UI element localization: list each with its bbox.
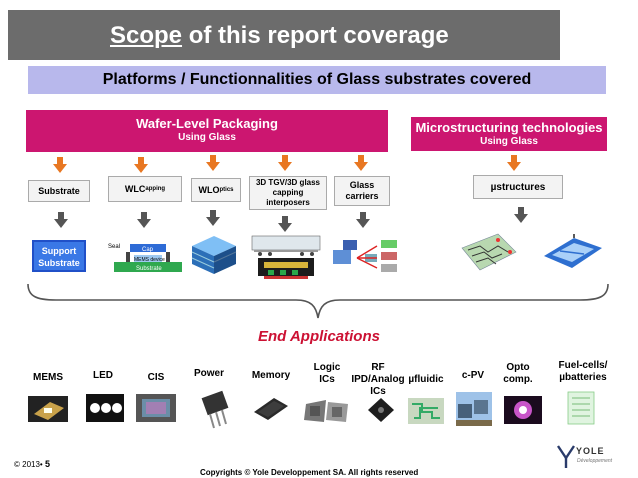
app-logic: Logic ICs [313,362,341,385]
title-rest: of this report coverage [182,22,449,49]
yole-logo-icon [557,445,575,468]
microchannel-image [544,234,602,268]
orange-arrow-icon [53,157,67,173]
app-cpv: c-PV [461,370,485,381]
support-substrate: Support Substrate [32,240,86,272]
brace-icon [27,283,609,319]
category-substrate: Substrate [28,180,90,202]
rf-thumb [368,398,394,422]
glass-carriers-image [333,240,397,272]
title-bar [8,10,560,60]
app-ufluidic: µfluidic [408,374,444,385]
category-ustructures: µstructures [473,175,563,199]
orange-arrow-icon [278,155,292,171]
cis-thumb [136,394,176,422]
memory-thumb [254,398,288,420]
wlo-stack-image [191,236,237,274]
footer-page: 5 [44,459,50,469]
dark-arrow-icon [356,212,370,228]
tgv-interposer-image [251,235,321,279]
end-applications-heading: End Applications [258,328,380,345]
category-carriers: Glass carriers [334,176,390,206]
orange-arrow-icon [134,157,148,173]
app-rf: RF IPD/Analog ICs [351,362,405,397]
ufluidic-thumb [408,398,444,424]
logo-name: YOLE [576,446,605,456]
opto-thumb [504,396,542,424]
app-cis: CIS [147,372,165,383]
app-mems: MEMS [33,372,63,383]
logic-thumb [304,400,348,422]
app-opto: Opto comp. [503,362,533,385]
title-underlined: Scope [110,22,183,49]
category-tgv: 3D TGV/3D glass capping interposers [249,176,327,210]
app-memory: Memory [251,370,291,381]
app-led: LED [93,370,113,381]
wlp-subtitle: Using Glass [178,132,236,143]
fuelcell-thumb [567,391,595,425]
seal-label: Seal [108,244,120,250]
cpv-thumb [456,392,492,426]
cap-label: Cap [142,247,154,253]
power-thumb [201,390,229,429]
micro-header: Microstructuring technologies Using Glas… [411,117,607,151]
wlcapping-diagram: Seal Cap MEMS device Substrate [108,244,182,272]
platforms-banner: Platforms / Functionnalities of Glass su… [28,66,606,94]
micro-title: Microstructuring technologies [415,120,603,135]
orange-arrow-icon [354,155,368,171]
wlo-main: WLO [198,184,220,195]
footer-year: © 2013• [14,460,43,469]
device-label: MEMS device [134,257,165,263]
app-power: Power [193,368,224,379]
dark-arrow-icon [278,216,292,232]
footer-copyright: Copyrights © Yole Developpement SA. All … [200,468,419,477]
mems-thumb [28,396,68,422]
wlp-header: Wafer-Level Packaging Using Glass [26,110,388,152]
wlcap-sub: apping [145,185,166,192]
logo-subtitle: Développement [577,458,613,464]
wlo-sub: ptics [219,186,234,193]
footer-page-number: © 2013• 5 [14,459,50,469]
substrate-label: Substrate [136,266,162,272]
slide-title: Scope of this report coverage [110,22,449,50]
micro-subtitle: Using Glass [480,136,538,147]
microstructure-image [461,233,517,271]
dark-arrow-icon [514,207,528,223]
wlp-title: Wafer-Level Packaging [136,116,278,131]
led-thumb [86,394,124,422]
wlcap-main: WLC [124,183,146,194]
dark-arrow-icon [54,212,68,228]
orange-arrow-icon [507,155,521,171]
dark-arrow-icon [206,210,220,226]
orange-arrow-icon [206,155,220,171]
app-fuel: Fuel-cells/ µbatteries [558,360,608,383]
dark-arrow-icon [137,212,151,228]
